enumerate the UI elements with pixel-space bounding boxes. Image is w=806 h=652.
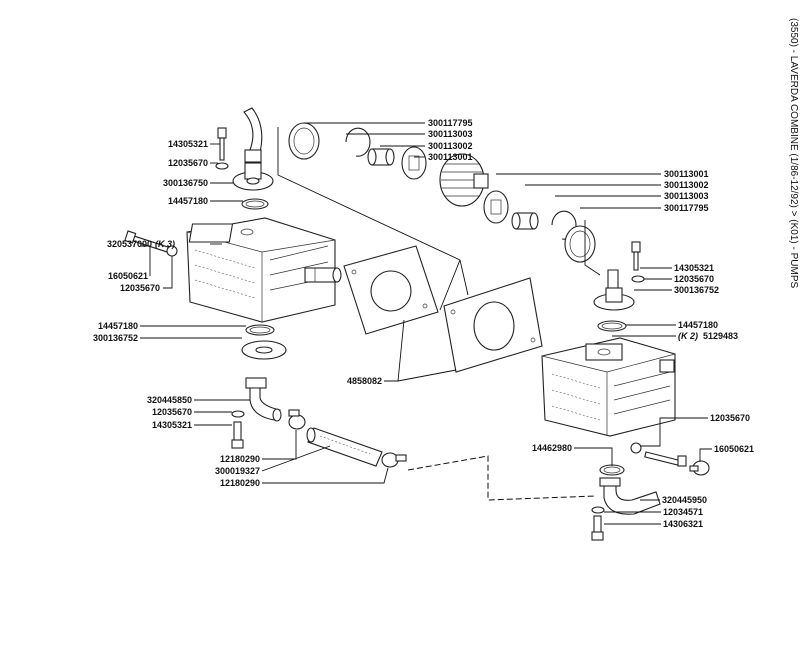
page-title: (3550) - LAVERDA COMBINE (1/86-12/92) > … — [788, 18, 799, 289]
bolt-top-right — [631, 241, 641, 271]
label-300136750: 300136750 — [163, 178, 208, 188]
label-300117795-a: 300117795 — [428, 118, 473, 128]
label-12035670-b: 12035670 — [120, 283, 160, 293]
label-300113002-b: 300113002 — [664, 180, 709, 190]
label-16050621-a: 16050621 — [108, 271, 148, 281]
label-12180290-a: 12180290 — [220, 454, 260, 464]
label-300136752-a: 300136752 — [93, 333, 138, 343]
circlip-300113003-a — [345, 127, 371, 157]
washer-top-left — [215, 162, 229, 170]
label-14457180-a: 14457180 — [168, 196, 208, 206]
label-14305321-c: 14305321 — [674, 263, 714, 273]
label-4858082: 4858082 — [347, 376, 382, 386]
label-12034571: 12034571 — [663, 507, 703, 517]
gear-pump-k3 — [186, 217, 342, 323]
bolt-top-left — [217, 127, 227, 161]
washer-12035670-right — [630, 442, 642, 454]
label-14306321: 14306321 — [663, 519, 703, 529]
coupling-300113001-a — [401, 146, 427, 180]
label-14457180-b: 14457180 — [98, 321, 138, 331]
fitting-top-left — [244, 149, 262, 163]
label-14457180-c: 14457180 — [678, 320, 718, 330]
bushing-300113002-a — [367, 148, 395, 166]
label-320537000: 320537000 — [107, 239, 152, 249]
flange-300136750 — [232, 162, 274, 191]
label-12035670-c: 12035670 — [152, 407, 192, 417]
label-14305321-a: 14305321 — [168, 139, 208, 149]
elbow-320445850 — [245, 377, 282, 422]
drive-gear-group — [277, 122, 601, 311]
hose-300019327 — [306, 427, 383, 467]
label-14462980: 14462980 — [532, 443, 572, 453]
label-k3: (K 3) — [155, 239, 175, 249]
hose-clamp-right-pump — [689, 460, 710, 476]
label-k2: (K 2) — [678, 331, 698, 341]
label-12180290-b: 12180290 — [220, 478, 260, 488]
label-5129483: 5129483 — [703, 331, 738, 341]
left-pump-assembly — [124, 107, 407, 468]
flange-300136752-left — [241, 340, 287, 360]
label-300113001-a: 300113001 — [428, 152, 473, 162]
washer-12035670-lower — [231, 410, 245, 418]
washer-12034571 — [591, 506, 605, 514]
right-pump-assembly — [541, 241, 710, 541]
washer-top-right — [631, 275, 645, 283]
gaskets-4858082 — [343, 245, 543, 373]
pipe-top-left — [243, 107, 263, 153]
label-320445950: 320445950 — [662, 495, 707, 505]
label-16050621-b: 16050621 — [714, 444, 754, 454]
flange-300136752-right — [593, 287, 635, 311]
label-300113001-b: 300113001 — [664, 169, 709, 179]
elbow-320445950 — [599, 477, 661, 515]
seal-300117795-b — [564, 225, 596, 263]
routing-line — [407, 455, 597, 501]
label-300113003-b: 300113003 — [664, 191, 709, 201]
label-320445850: 320445850 — [147, 395, 192, 405]
label-300117795-b: 300117795 — [664, 203, 709, 213]
hose-clamp-left — [288, 409, 306, 430]
coupling-300113001-b — [483, 190, 509, 224]
label-300019327: 300019327 — [215, 466, 260, 476]
gear-pump-k2 — [541, 337, 676, 437]
label-12035670-a: 12035670 — [168, 158, 208, 168]
label-300113002-a: 300113002 — [428, 141, 473, 151]
pipe-top-right — [607, 269, 619, 291]
label-300136752-b: 300136752 — [674, 285, 719, 295]
label-12035670-d: 12035670 — [674, 274, 714, 284]
o-ring-14462980 — [599, 464, 625, 476]
label-12035670-e: 12035670 — [710, 413, 750, 423]
bolt-16050621-right — [644, 451, 687, 467]
part-labels: 14305321 12035670 300136750 14457180 320… — [93, 118, 754, 529]
bolt-14305321-lower — [231, 421, 244, 449]
hose-clamp-right — [381, 452, 407, 468]
label-300113003-a: 300113003 — [428, 129, 473, 139]
drive-gear — [439, 153, 489, 207]
leader-lines — [140, 122, 712, 525]
bushing-300113002-b — [511, 212, 539, 230]
bolt-14306321 — [591, 515, 604, 541]
seal-300117795-a — [288, 122, 320, 160]
label-14305321-b: 14305321 — [152, 420, 192, 430]
